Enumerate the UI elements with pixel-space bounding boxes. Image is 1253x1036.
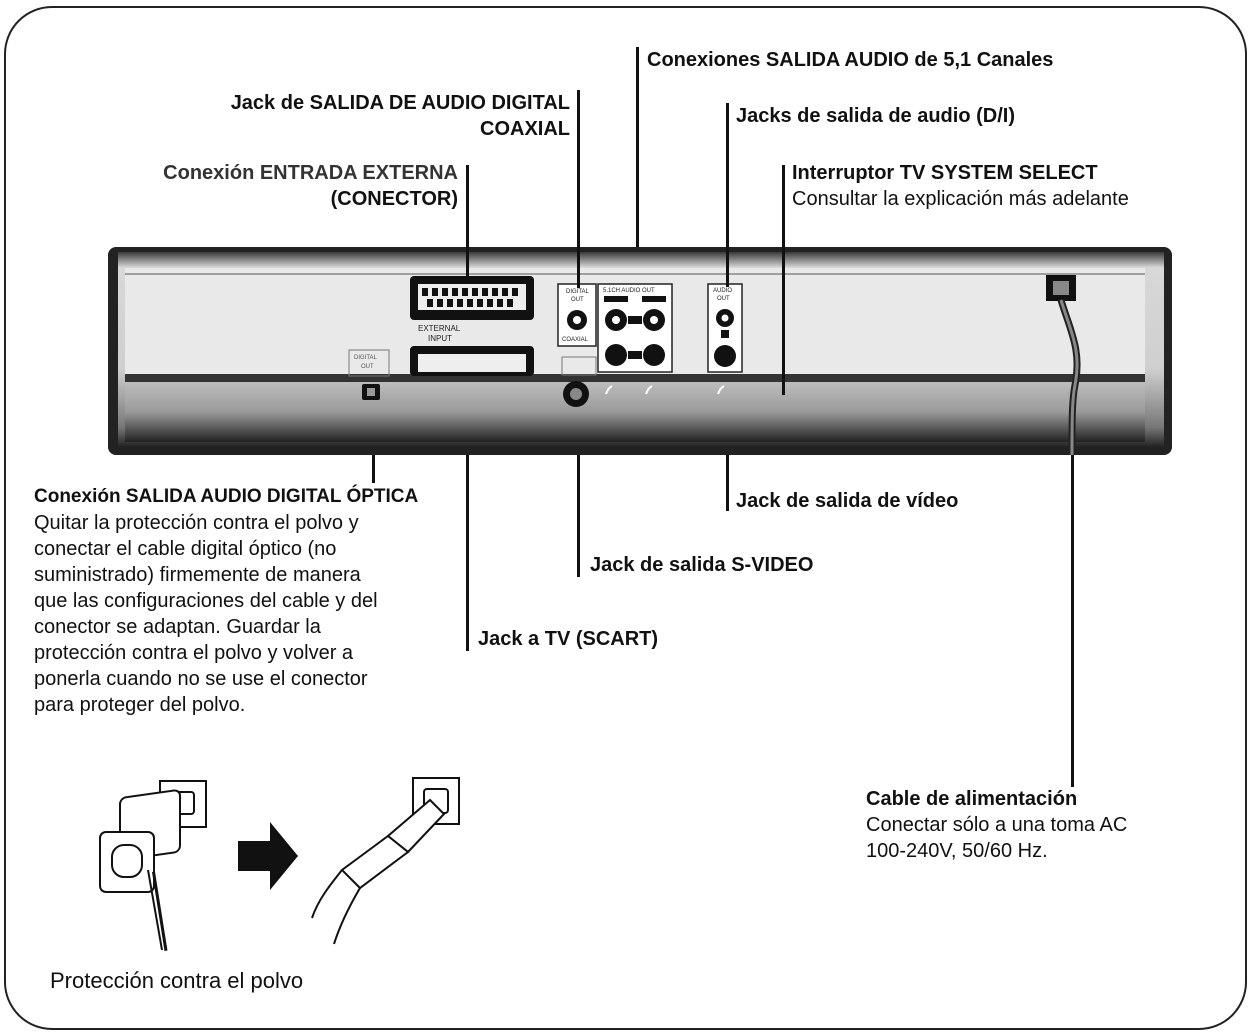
external-text: EXTERNAL	[418, 324, 461, 333]
optical-out-text: OUT	[361, 364, 374, 370]
coax-digital-text: DIGITAL	[566, 289, 590, 295]
label-tv-system-desc: Consultar la explicación más adelante	[792, 188, 1129, 210]
optical-desc-6: ponerla cuando no se use el conector	[34, 668, 368, 690]
leader-scart-in	[466, 165, 469, 277]
leader-power	[1071, 455, 1074, 787]
label-coaxial: Jack de SALIDA DE AUDIO DIGITAL COAXIAL	[160, 90, 570, 142]
label-tv-system-title: Interruptor TV SYSTEM SELECT	[792, 162, 1098, 184]
label-audio51: Conexiones SALIDA AUDIO de 5,1 Canales	[647, 49, 1054, 71]
diagram-frame	[4, 6, 1247, 1030]
leader-video	[726, 455, 729, 511]
audio-51-ports: 5.1CH AUDIO OUT	[597, 283, 673, 373]
leader-svideo	[577, 455, 580, 577]
coax-coaxial-text: COAXIAL	[562, 337, 589, 343]
optical-desc-2: suministrado) firmemente de manera	[34, 564, 361, 586]
power-cord	[1046, 275, 1081, 456]
label-coaxial-line1: Jack de SALIDA DE AUDIO DIGITAL	[230, 92, 570, 114]
leader-tv-system	[782, 165, 785, 395]
label-svideo-out: Jack de salida S-VIDEO	[590, 554, 814, 576]
audio-text: AUDIO	[713, 288, 732, 294]
right-arrow	[238, 822, 298, 890]
ch51-text: 5.1CH AUDIO OUT	[603, 288, 655, 294]
label-power-line1: Conectar sólo a una toma AC	[866, 814, 1128, 836]
dust-cap-illustration	[99, 780, 207, 951]
label-optical: Conexión SALIDA AUDIO DIGITAL ÓPTICA Qui…	[34, 484, 418, 718]
leader-coaxial	[577, 90, 580, 288]
label-video-out: Jack de salida de vídeo	[736, 490, 959, 512]
input-text: INPUT	[428, 334, 452, 343]
optical-desc-3: que las configuraciones del cable y del	[34, 590, 378, 612]
optical-desc-4: conector se adaptan. Guardar la	[34, 616, 321, 638]
optical-desc-1: conectar el cable digital óptico (no	[34, 538, 337, 560]
optical-digital-text: DIGITAL	[354, 355, 378, 361]
leader-scart-tv	[466, 455, 469, 651]
label-audio-lr: Jacks de salida de audio (D/I)	[736, 105, 1015, 127]
small-jack-marks	[605, 385, 725, 395]
optical-desc-5: protección contra el polvo y volver a	[34, 642, 354, 664]
label-power: Cable de alimentación Conectar sólo a un…	[866, 786, 1127, 864]
label-coaxial-line2: COAXIAL	[480, 118, 570, 140]
svideo-port	[561, 356, 597, 407]
label-power-line2: 100-240V, 50/60 Hz.	[866, 840, 1048, 862]
label-tv-system: Interruptor TV SYSTEM SELECT Consultar l…	[792, 160, 1129, 212]
leader-audio51	[636, 47, 639, 247]
label-scart-in-line1: Conexión ENTRADA EXTERNA	[163, 162, 458, 184]
label-scart-in-line2: (CONECTOR)	[330, 188, 458, 210]
label-optical-title: Conexión SALIDA AUDIO DIGITAL ÓPTICA	[34, 486, 419, 507]
optical-port: DIGITAL OUT	[348, 349, 390, 400]
audio-out-text: OUT	[717, 296, 730, 302]
optical-desc-0: Quitar la protección contra el polvo y	[34, 512, 359, 534]
leader-optical	[372, 455, 375, 483]
scart-connectors: EXTERNAL INPUT	[410, 276, 534, 376]
optical-desc-7: para proteger del polvo.	[34, 694, 246, 716]
label-power-title: Cable de alimentación	[866, 788, 1078, 810]
optical-cable-illustration	[311, 777, 460, 945]
coaxial-port: DIGITAL OUT COAXIAL	[557, 283, 597, 347]
leader-audio-lr	[726, 103, 729, 287]
coax-out-text: OUT	[571, 297, 584, 303]
label-dust-cap: Protección contra el polvo	[50, 968, 304, 993]
label-scart-in: Conexión ENTRADA EXTERNA (CONECTOR)	[60, 160, 458, 212]
audio-lr-ports: AUDIO OUT	[707, 283, 743, 373]
label-scart-tv: Jack a TV (SCART)	[478, 628, 659, 650]
